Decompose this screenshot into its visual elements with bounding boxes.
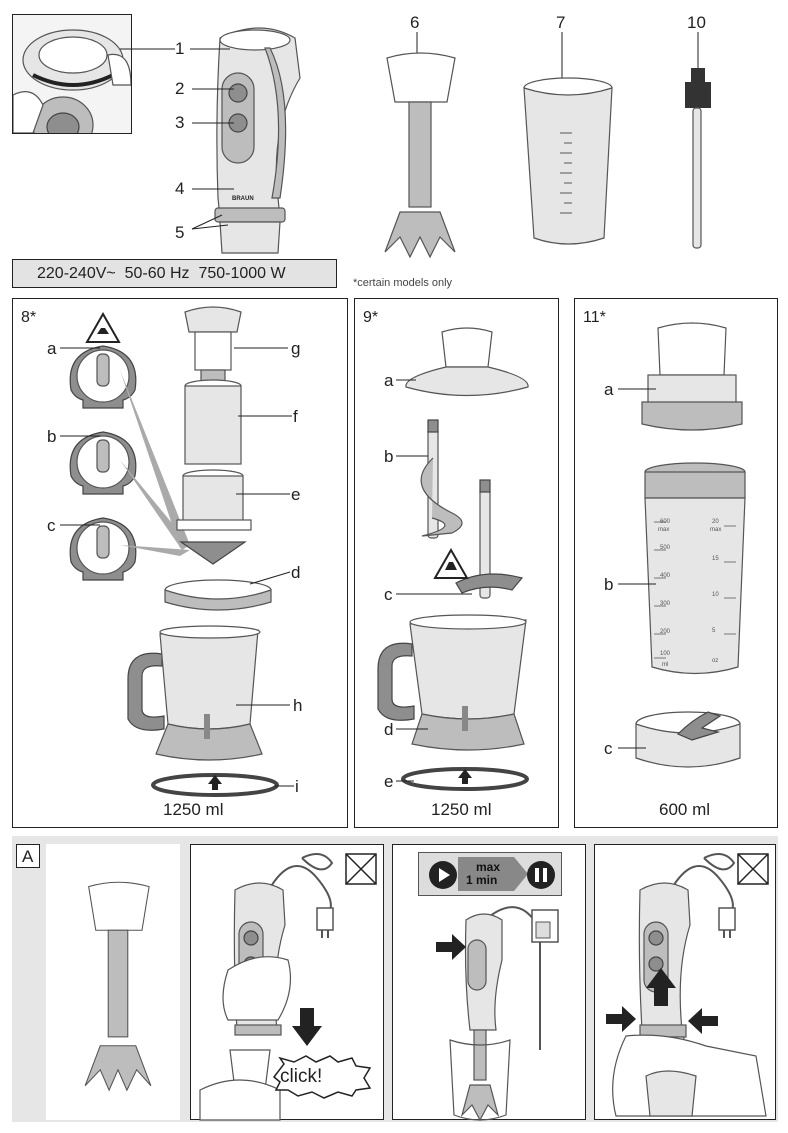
click-burst-icon xyxy=(272,1055,372,1099)
panel-8-capacity: 1250 ml xyxy=(163,800,224,819)
brand-logo: BRAUN xyxy=(232,196,254,202)
chopper-blade-c xyxy=(69,517,137,581)
panel-11-label-a: a xyxy=(604,380,614,399)
panel-11-label-c: c xyxy=(604,739,613,758)
panel-8-title: 8* xyxy=(21,309,37,326)
callout-2: 2 xyxy=(175,79,185,98)
panel-8-label-c: c xyxy=(47,516,56,535)
arrow-up-icon xyxy=(646,968,676,1006)
spec-text: 220-240V~ 50-60 Hz 750-1000 W xyxy=(37,265,286,282)
scale-500: 500 xyxy=(660,545,671,551)
section-a-title-box: A xyxy=(16,844,40,868)
step-a3-blender xyxy=(449,906,541,1122)
step-a2-hand xyxy=(222,956,292,1021)
callout-4: 4 xyxy=(175,179,185,198)
smoothie-bottle xyxy=(644,462,746,675)
squeeze-arrow-right-icon xyxy=(606,1006,636,1032)
scale-15: 15 xyxy=(712,556,719,562)
squeeze-arrow-left-icon xyxy=(688,1008,718,1034)
callout-7: 7 xyxy=(556,13,566,32)
panel-8-label-h: h xyxy=(293,696,303,715)
measuring-beaker xyxy=(523,77,613,245)
timer-max: max xyxy=(476,860,501,874)
panel-9-label-e: e xyxy=(384,772,394,791)
disc-guide-lines xyxy=(120,370,190,556)
scale-100: 100 xyxy=(660,651,671,657)
footnote: *certain models only xyxy=(353,277,453,289)
caution-icon xyxy=(85,311,121,343)
chopper-bowl xyxy=(127,625,263,761)
chopper-blade-a xyxy=(69,345,137,409)
panel-9-label-c: c xyxy=(384,585,393,604)
chopper-blade-b xyxy=(69,431,137,495)
step-a2-shaft-hand xyxy=(199,1049,281,1121)
anti-slip-base xyxy=(151,773,279,797)
panel-9-label-b: b xyxy=(384,447,394,466)
scale-max-left: max xyxy=(658,527,670,533)
arrow-down-icon xyxy=(292,1008,322,1046)
panel-8-label-e: e xyxy=(291,485,301,504)
scale-200: 200 xyxy=(660,629,671,635)
whisk-base-ring xyxy=(401,767,529,791)
no-dishwasher-icon-4 xyxy=(737,853,769,885)
panel-8-label-a: a xyxy=(47,339,57,358)
scale-600: 600 xyxy=(660,519,671,525)
scale-20: 20 xyxy=(712,519,719,525)
chopper-lid-ring xyxy=(164,579,272,611)
scale-300: 300 xyxy=(660,601,671,607)
no-dishwasher-icon-2 xyxy=(345,853,377,885)
bottle-lid xyxy=(635,711,741,768)
bowl-lid xyxy=(405,327,529,397)
callout-6: 6 xyxy=(410,13,420,32)
callout-1: 1 xyxy=(175,39,185,58)
step-a2-power-cord xyxy=(266,853,334,938)
panel-8-label-g: g xyxy=(291,339,301,358)
scale-5: 5 xyxy=(712,628,716,634)
kneading-hooks xyxy=(420,419,524,599)
panel-8-label-b: b xyxy=(47,427,57,446)
panel-8-label-i: i xyxy=(295,777,299,796)
pause-icon xyxy=(527,861,555,889)
play-icon xyxy=(429,861,457,889)
wall-socket-icon xyxy=(531,909,559,943)
callout-5: 5 xyxy=(175,223,185,242)
panel-11-title: 11* xyxy=(583,309,606,326)
scale-unit-oz: oz xyxy=(712,658,719,664)
section-a-title: A xyxy=(22,847,34,866)
blender-shaft xyxy=(384,52,456,259)
timer-arrow-shape xyxy=(458,857,528,891)
step-a4-power-cord xyxy=(668,853,736,938)
dial-zoom-inset xyxy=(12,14,132,134)
scale-10: 10 xyxy=(712,592,719,598)
callout-3: 3 xyxy=(175,113,185,132)
hand-blender-motor xyxy=(214,27,301,254)
spec-bar: 220-240V~ 50-60 Hz 750-1000 W xyxy=(12,259,337,288)
cleaning-brush xyxy=(685,68,711,249)
caution-hook-icon xyxy=(433,547,469,579)
whisk-bowl xyxy=(377,614,527,751)
bottle-adapter xyxy=(641,322,743,431)
timer-duration: 1 min xyxy=(466,873,498,887)
scale-max-right: max xyxy=(710,527,722,533)
callout-10: 10 xyxy=(687,13,706,32)
step-a1-shaft xyxy=(84,881,152,1092)
panel-8-label-f: f xyxy=(293,407,298,426)
panel-9-label-a: a xyxy=(384,371,394,390)
panel-8-label-d: d xyxy=(291,563,301,582)
press-arrow-right-icon xyxy=(436,934,466,960)
panel-11-label-b: b xyxy=(604,575,614,594)
step-a4-hands xyxy=(612,1034,767,1117)
panel-9-capacity: 1250 ml xyxy=(431,800,492,819)
scale-400: 400 xyxy=(660,573,671,579)
panel-11-capacity: 600 ml xyxy=(659,800,711,819)
chopper-assembly xyxy=(176,306,252,565)
click-label: click! xyxy=(280,1066,323,1087)
scale-unit-ml: ml xyxy=(662,662,669,668)
panel-9-label-d: d xyxy=(384,720,394,739)
panel-9-title: 9* xyxy=(363,309,379,326)
